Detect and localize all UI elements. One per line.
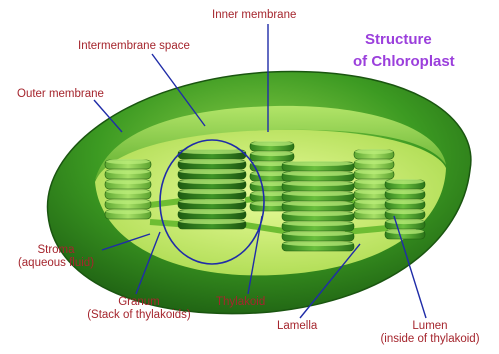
label-outer-membrane: Outer membrane — [17, 88, 104, 101]
label-stroma: Stroma (aqueous fluid) — [10, 244, 102, 270]
label-stroma-name: Stroma — [10, 244, 102, 257]
label-lumen: Lumen (inside of thylakoid) — [368, 320, 492, 346]
leader-lamella — [300, 244, 360, 318]
label-granum-desc: (Stack of thylakoids) — [64, 309, 214, 322]
label-lumen-name: Lumen — [368, 320, 492, 333]
label-lamella: Lamella — [277, 320, 317, 333]
label-stroma-desc: (aqueous fluid) — [10, 257, 102, 270]
label-thylakoid: Thylakoid — [216, 296, 265, 309]
label-granum: Granum (Stack of thylakoids) — [64, 296, 214, 322]
leader-stroma — [102, 234, 150, 250]
leader-granum — [136, 232, 160, 294]
granum-highlight-ellipse — [160, 140, 264, 264]
label-lumen-desc: (inside of thylakoid) — [368, 333, 492, 346]
leader-lumen — [394, 216, 426, 318]
leader-intermembrane-space — [152, 54, 205, 126]
leader-outer-membrane — [94, 100, 122, 132]
diagram-title-line1: Structure — [365, 30, 432, 50]
label-inner-membrane: Inner membrane — [212, 9, 296, 22]
label-granum-name: Granum — [64, 296, 214, 309]
diagram-title-line2: of Chloroplast — [353, 52, 455, 72]
label-intermembrane-space: Intermembrane space — [78, 40, 190, 53]
